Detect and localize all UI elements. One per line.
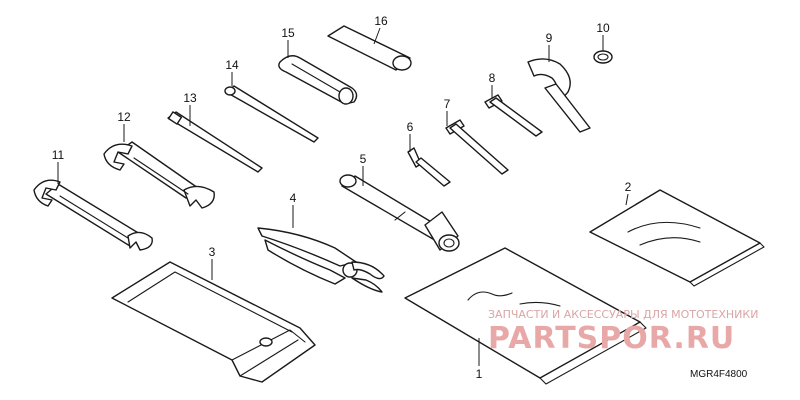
hex-key-part-7 [445, 119, 509, 175]
watermark-caption: ЗАПЧАСТИ И АКСЕССУАРЫ ДЛЯ МОТОТЕХНИКИ [488, 308, 758, 321]
callout-1: 1 [476, 367, 483, 381]
callout-7: 7 [444, 97, 451, 111]
callout-5: 5 [360, 152, 367, 166]
screwdriver-shaft-part-14 [224, 85, 319, 143]
callout-11: 11 [52, 148, 65, 162]
callout-9: 9 [546, 31, 553, 45]
screwdriver-handle-part-15 [278, 55, 358, 105]
open-end-wrench-part-12 [103, 141, 215, 209]
screwdriver-bit-part-13 [167, 111, 263, 173]
hex-key-part-8 [484, 94, 543, 137]
callout-13: 13 [183, 91, 197, 105]
tool-bag-part-3 [111, 261, 316, 383]
callout-numbers: 1 2 3 4 5 6 7 8 9 10 11 12 13 14 15 16 [52, 14, 632, 381]
callout-12: 12 [117, 110, 131, 124]
open-end-wrench-part-11 [33, 179, 153, 251]
document-bag-part-2 [589, 189, 765, 287]
diagram-code: MGR4F4800 [690, 369, 748, 380]
callout-14: 14 [225, 58, 239, 72]
callout-15: 15 [281, 26, 295, 40]
callout-8: 8 [489, 71, 496, 85]
leader-lines [57, 27, 629, 366]
washer-part-10 [593, 50, 613, 64]
callout-2: 2 [625, 180, 632, 194]
callout-16: 16 [374, 14, 388, 28]
grip-part-16 [327, 25, 412, 71]
watermark-brand: PARTSPOR.RU [488, 321, 735, 356]
watermark: ЗАПЧАСТИ И АКСЕССУАРЫ ДЛЯ МОТОТЕХНИКИ PA… [488, 308, 758, 356]
callout-6: 6 [407, 120, 414, 134]
callout-3: 3 [209, 245, 216, 259]
pin-spanner-part-9 [527, 58, 591, 133]
hex-key-part-6 [407, 147, 451, 187]
manual-bag-part-1 [404, 247, 647, 385]
pliers-part-4 [257, 227, 385, 293]
socket-wrench-part-5 [339, 174, 460, 252]
callout-10: 10 [596, 21, 610, 35]
callout-4: 4 [290, 191, 297, 205]
